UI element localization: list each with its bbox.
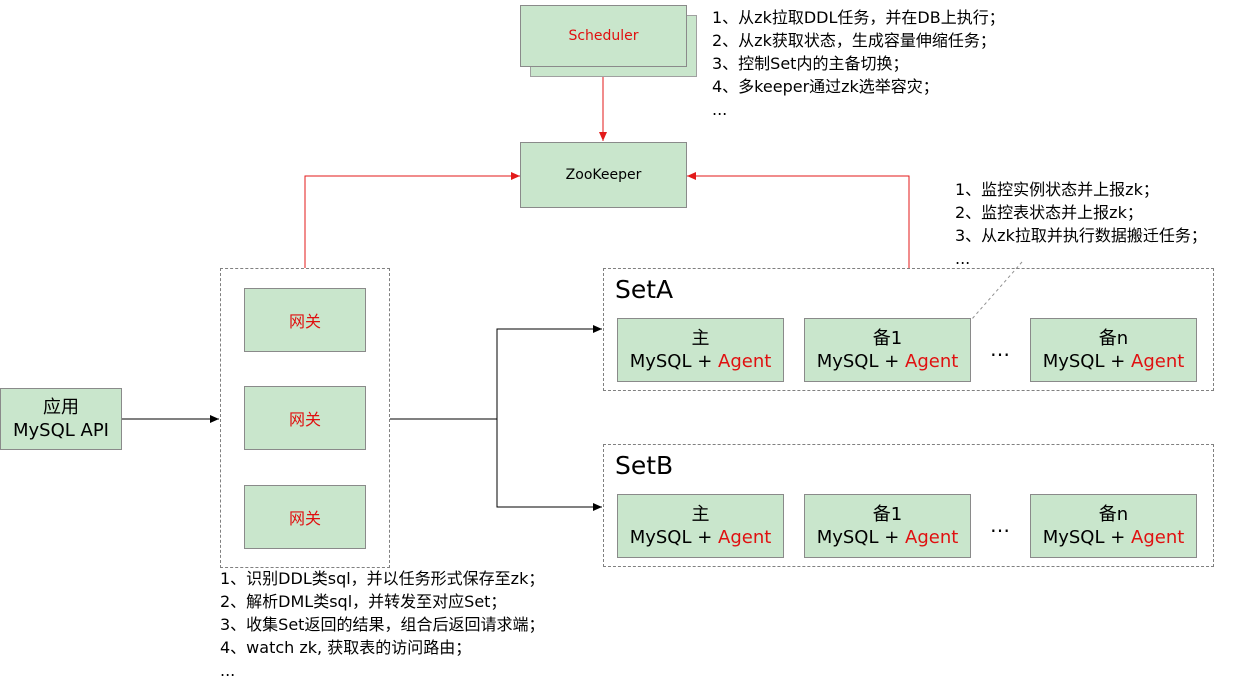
app-api-label: MySQL API [12,420,109,441]
seta-node-standby1: 备1 MySQL + Agent [804,318,971,382]
node-role: 备1 [872,504,903,525]
gateway-label: 网关 [288,312,321,331]
agent-notes: 1、监控实例状态并上报zk； 2、监控表状态并上报zk； 3、从zk拉取并执行数… [955,178,1207,270]
node-db: MySQL + Agent [630,526,772,549]
gateway-box: 网关 [244,386,366,450]
setb-node-standbyn: 备n MySQL + Agent [1030,494,1197,558]
gateway-group [220,268,390,568]
gateway-box: 网关 [244,485,366,549]
scheduler-note: 4、多keeper通过zk选举容灾； [712,77,939,96]
node-db: MySQL + Agent [630,350,772,373]
node-agent: Agent [1131,527,1185,548]
gateway-note: 1、识别DDL类sql，并以任务形式保存至zk； [220,569,545,588]
node-agent: Agent [718,527,772,548]
seta-node-primary: 主 MySQL + Agent [617,318,784,382]
arrow-gateway-to-zookeeper [304,172,520,268]
node-mysql: MySQL + [816,351,906,372]
scheduler-note: 3、控制Set内的主备切换； [712,54,909,73]
app-box: 应用 MySQL API [0,388,122,450]
zookeeper-box: ZooKeeper [520,142,687,208]
scheduler-notes: 1、从zk拉取DDL任务，并在DB上执行； 2、从zk获取状态，生成容量伸缩任务… [712,6,1005,121]
scheduler-box: Scheduler [520,5,687,67]
node-mysql: MySQL + [629,527,719,548]
node-agent: Agent [1131,351,1185,372]
setb-ellipsis: … [990,513,1010,537]
node-mysql: MySQL + [816,527,906,548]
node-db: MySQL + Agent [817,526,959,549]
gateway-note: ... [220,661,236,680]
arrow-gateway-to-seta [496,325,602,419]
seta-node-standbyn: 备n MySQL + Agent [1030,318,1197,382]
seta-group [603,268,1214,391]
gateway-label: 网关 [288,410,321,429]
node-db: MySQL + Agent [1043,526,1185,549]
gateway-notes: 1、识别DDL类sql，并以任务形式保存至zk； 2、解析DML类sql，并转发… [220,567,544,682]
node-mysql: MySQL + [1042,527,1132,548]
node-role: 备n [1098,504,1129,525]
setb-group [603,444,1214,567]
setb-title: SetB [615,451,674,480]
node-agent: Agent [718,351,772,372]
app-label: 应用 [43,397,79,418]
node-agent: Agent [905,351,959,372]
agent-note: 1、监控实例状态并上报zk； [955,180,1159,199]
seta-ellipsis: … [990,337,1010,361]
setb-node-standby1: 备1 MySQL + Agent [804,494,971,558]
node-role: 备1 [872,328,903,349]
node-db: MySQL + Agent [1043,350,1185,373]
arrow-gateway-to-setb [496,419,602,511]
scheduler-note: 2、从zk获取状态，生成容量伸缩任务； [712,31,996,50]
node-mysql: MySQL + [629,351,719,372]
setb-node-primary: 主 MySQL + Agent [617,494,784,558]
agent-note: 2、监控表状态并上报zk； [955,203,1143,222]
node-db: MySQL + Agent [817,350,959,373]
node-mysql: MySQL + [1042,351,1132,372]
agent-note: ... [955,249,971,268]
agent-note: 3、从zk拉取并执行数据搬迁任务； [955,226,1207,245]
scheduler-note: ... [712,100,728,119]
scheduler-note: 1、从zk拉取DDL任务，并在DB上执行； [712,8,1005,27]
node-role: 主 [691,328,710,349]
gateway-note: 3、收集Set返回的结果，组合后返回请求端； [220,615,545,634]
gateway-note: 4、watch zk, 获取表的访问路由； [220,638,472,657]
node-role: 主 [691,504,710,525]
gateway-label: 网关 [288,509,321,528]
gateway-box: 网关 [244,288,366,352]
seta-title: SetA [615,275,674,304]
gateway-note: 2、解析DML类sql，并转发至对应Set； [220,592,507,611]
scheduler-label: Scheduler [568,28,639,44]
node-role: 备n [1098,328,1129,349]
arrow-seta-to-zookeeper [687,172,910,268]
zookeeper-label: ZooKeeper [565,167,642,183]
node-agent: Agent [905,527,959,548]
